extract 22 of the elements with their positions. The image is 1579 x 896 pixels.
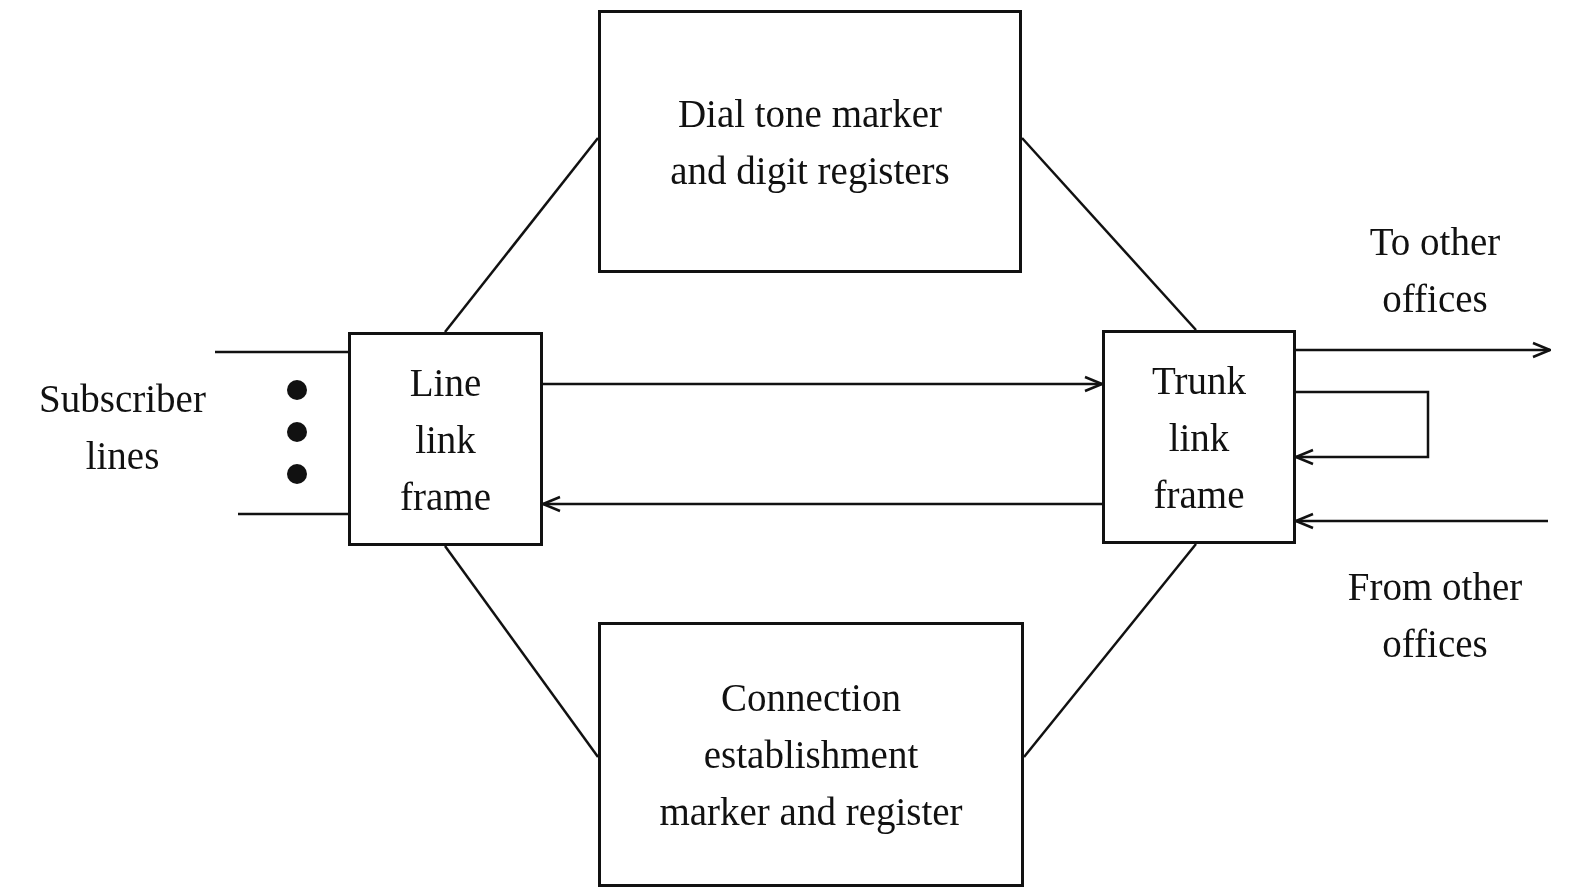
process-box	[1102, 330, 1296, 544]
box-label: Dial tone marker and digit registers	[669, 90, 951, 195]
connector-line	[1023, 543, 1197, 758]
connector-line	[444, 545, 599, 758]
arrow	[1294, 512, 1548, 530]
connector-line	[444, 137, 599, 333]
arrow	[1296, 341, 1552, 359]
arrow	[541, 495, 1102, 513]
connector-line	[215, 350, 348, 354]
annotation-text: From other offices	[1346, 564, 1524, 667]
connector-line	[238, 512, 348, 516]
process-box	[598, 622, 1024, 887]
arrow	[1294, 390, 1430, 466]
box-label: Line link frame	[399, 359, 492, 520]
box-label: Trunk link frame	[1151, 357, 1247, 518]
process-box	[348, 332, 543, 546]
arrow	[543, 375, 1104, 393]
box-label: Connection establishment marker and register	[658, 675, 964, 836]
connector-line	[1021, 137, 1197, 331]
annotation-text: Subscriber lines	[38, 376, 207, 479]
process-box	[598, 10, 1022, 273]
annotation-text: To other offices	[1368, 219, 1502, 322]
